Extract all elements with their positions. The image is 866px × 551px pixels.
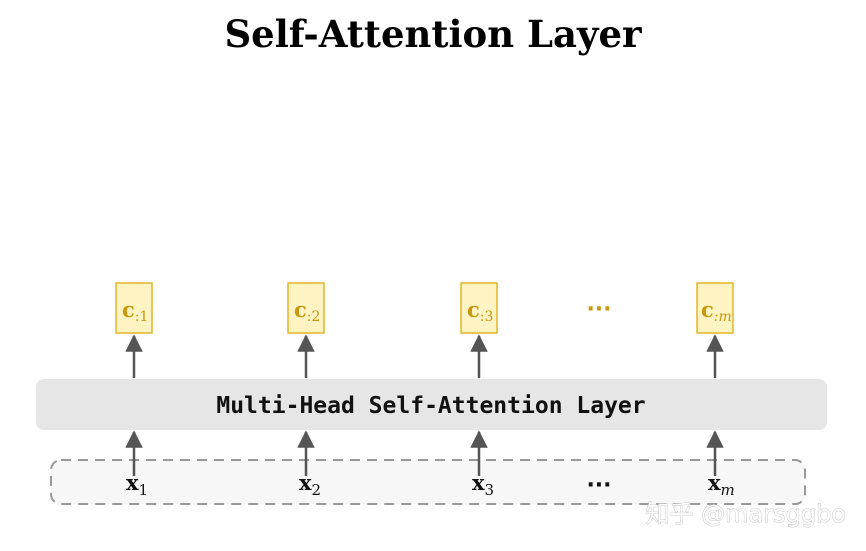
- output-label-c1: c:1: [122, 297, 148, 325]
- output-label-cm: c:m: [701, 297, 732, 325]
- input-label-x3: x3: [472, 470, 494, 499]
- layer-label: Multi-Head Self-Attention Layer: [216, 393, 645, 419]
- output-box-cm: [696, 282, 734, 334]
- input-container: [50, 459, 806, 505]
- input-label-xm: xm: [708, 470, 735, 499]
- output-box-c3: [460, 282, 498, 334]
- output-label-c2: c:2: [294, 297, 320, 325]
- output-label-c3: c:3: [467, 297, 493, 325]
- output-ellipsis: ···: [586, 297, 611, 322]
- watermark: 知乎 @marsggbo: [646, 500, 846, 528]
- output-box-c1: [115, 282, 153, 334]
- input-label-x2: x2: [299, 470, 321, 499]
- self-attention-layer-box: [36, 379, 827, 430]
- input-ellipsis: ···: [586, 473, 611, 498]
- diagram-title: Self-Attention Layer: [224, 12, 642, 56]
- output-box-c2: [287, 282, 325, 334]
- input-label-x1: x1: [126, 470, 148, 499]
